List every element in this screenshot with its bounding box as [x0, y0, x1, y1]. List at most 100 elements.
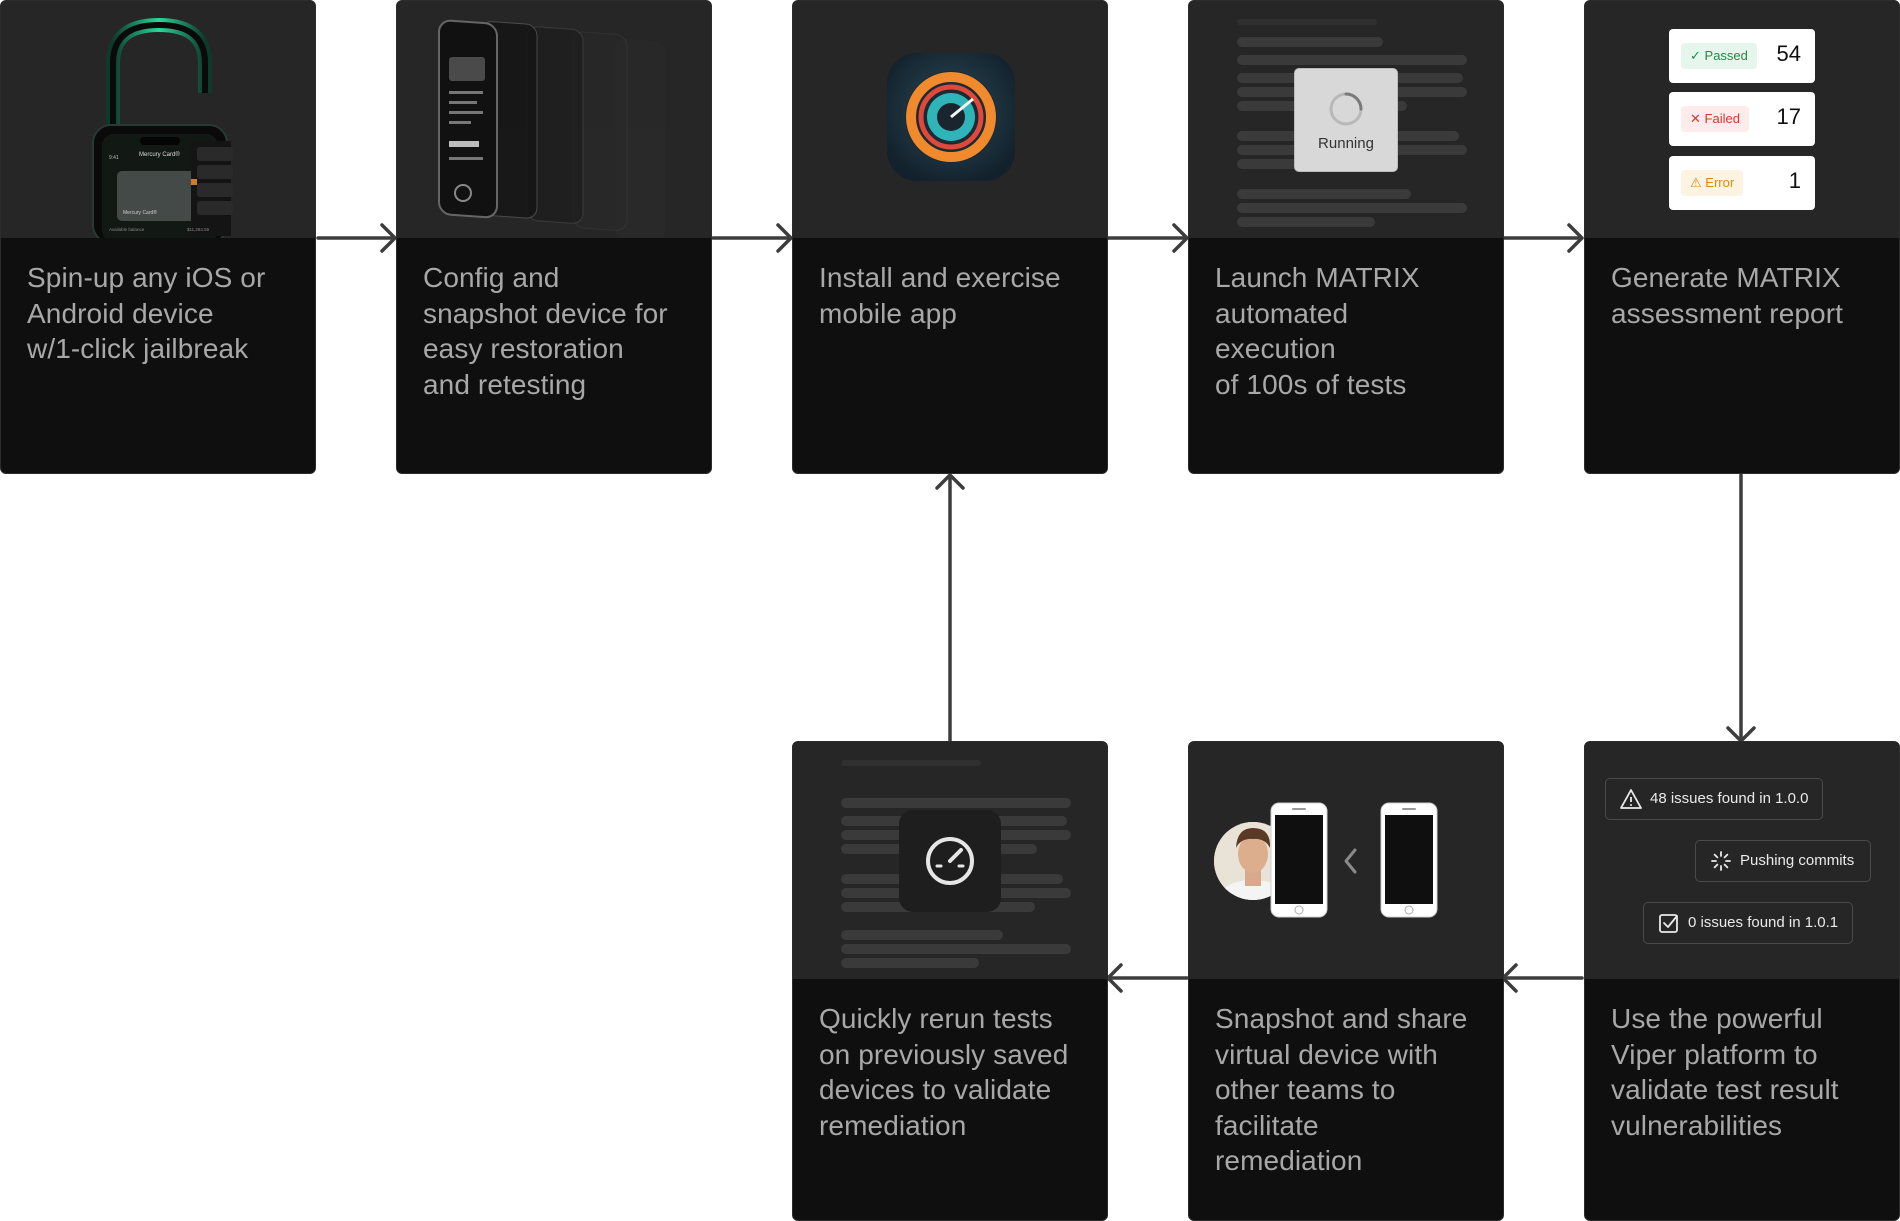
step-card-viper-validate: 48 issues found in 1.0.0 Pushing commits…	[1584, 741, 1900, 1221]
phone-source	[1380, 802, 1438, 918]
step-line: automated	[1215, 297, 1349, 329]
padlock-shackle	[106, 17, 212, 131]
step-line: snapshot device for	[423, 297, 668, 329]
credit-card	[117, 171, 199, 221]
step-card-generate-report: ✓ Passed 54 ✕ Failed 17 ⚠ Error 1 Genera…	[1584, 0, 1900, 474]
step-description: Spin-up any iOS or Android device w/1-cl…	[27, 260, 299, 367]
step-line: easy restoration	[423, 333, 624, 364]
issues-pill-2: 0 issues found in 1.0.1	[1643, 902, 1854, 944]
result-label: Failed	[1704, 111, 1740, 126]
step-line: validate test result	[1611, 1074, 1839, 1105]
arrow-step8-to-step3	[935, 473, 965, 743]
result-row-passed: ✓ Passed 54	[1669, 29, 1815, 83]
step-description: Generate MATRIX assessment report	[1611, 260, 1883, 331]
pushing-commits-pill: Pushing commits	[1695, 840, 1872, 882]
result-count: 17	[1776, 104, 1801, 129]
gauge-icon-box	[899, 810, 1001, 912]
step-line: Install and exercise	[819, 262, 1061, 293]
step-line: Quickly rerun tests	[819, 1003, 1053, 1034]
arrow-step3-to-step4	[1106, 223, 1189, 253]
step-card-launch-matrix: Running Launch MATRIX automated executio…	[1188, 0, 1504, 474]
phone-footer-right: $11,284.56	[187, 227, 210, 232]
step-illustration: 48 issues found in 1.0.0 Pushing commits…	[1585, 742, 1899, 979]
step-line: virtual device with	[1215, 1038, 1438, 1070]
step-card-spin-up: 9:41 Mercury Card® Mercury Card® Availab…	[0, 0, 316, 474]
step-line: Launch MATRIX	[1215, 262, 1420, 293]
pill-label: 0 issues found in 1.0.1	[1688, 914, 1839, 931]
step-illustration	[793, 742, 1107, 979]
running-label: Running	[1318, 135, 1374, 152]
step-card-config-snapshot: Config and snapshot device for easy rest…	[396, 0, 712, 474]
checkbox-icon	[1659, 914, 1678, 933]
step-description: Use the powerful Viper platform to valid…	[1611, 1001, 1883, 1143]
step-line: of 100s of tests	[1215, 368, 1407, 400]
step-line: other teams to	[1215, 1074, 1396, 1105]
share-device-illustration	[1214, 802, 1438, 918]
step-description: Quickly rerun tests on previously saved …	[819, 1001, 1091, 1143]
step-card-rerun-tests: Quickly rerun tests on previously saved …	[792, 741, 1108, 1221]
step-illustration	[397, 1, 711, 238]
step-line: Viper platform to	[1611, 1038, 1818, 1070]
arrow-step1-to-step2	[316, 223, 397, 253]
result-count: 54	[1776, 41, 1801, 66]
arrow-step7-to-step8	[1106, 963, 1189, 993]
phone-footer-left: Available balance	[109, 227, 145, 232]
step-line: Config and	[423, 262, 560, 293]
step-description: Launch MATRIX automated execution of 100…	[1215, 260, 1487, 402]
phone-time: 9:41	[109, 155, 119, 161]
step-description: Config and snapshot device for easy rest…	[423, 260, 695, 402]
step-line: Generate MATRIX	[1611, 262, 1841, 293]
step-description: Install and exercise mobile app	[819, 260, 1091, 331]
step-illustration	[793, 1, 1107, 238]
phone-title: Mercury Card®	[139, 151, 180, 158]
step-illustration: Running	[1189, 1, 1503, 238]
step-line: remediation	[1215, 1145, 1363, 1176]
step-line: devices to validate	[819, 1074, 1052, 1105]
step-line: Spin-up any iOS or	[27, 262, 266, 293]
step-line: execution	[1215, 333, 1336, 364]
x-icon: ✕	[1690, 111, 1701, 126]
step-line: and retesting	[423, 368, 587, 400]
step-line: remediation	[819, 1109, 967, 1141]
spinner-icon	[1329, 92, 1363, 126]
warning-icon: ⚠	[1690, 175, 1702, 190]
card-label: Mercury Card®	[123, 209, 157, 216]
pill-label: Pushing commits	[1740, 852, 1855, 869]
stacked-phones-illustration	[438, 19, 665, 238]
warning-icon	[1620, 789, 1642, 809]
step-description: Snapshot and share virtual device with o…	[1215, 1001, 1487, 1179]
step-illustration: ✓ Passed 54 ✕ Failed 17 ⚠ Error 1	[1585, 1, 1899, 238]
step-line: vulnerabilities	[1611, 1109, 1783, 1141]
step-line: Android device	[27, 297, 214, 329]
step-card-install-exercise: Install and exercise mobile app	[792, 0, 1108, 474]
result-row-failed: ✕ Failed 17	[1669, 92, 1815, 146]
phone-front	[438, 19, 498, 219]
step-line: Snapshot and share	[1215, 1003, 1468, 1034]
chevron-left-icon	[1344, 848, 1357, 874]
arrow-step6-to-step7	[1501, 963, 1584, 993]
result-label: Error	[1705, 175, 1735, 190]
phone-shared	[1270, 802, 1328, 918]
step-line: facilitate	[1215, 1109, 1319, 1141]
pill-label: 48 issues found in 1.0.0	[1650, 790, 1809, 807]
step-line: mobile app	[819, 297, 957, 329]
arrow-step2-to-step3	[711, 223, 793, 253]
loading-spinner-icon	[1711, 851, 1731, 871]
gauge-icon	[926, 837, 974, 885]
result-row-error: ⚠ Error 1	[1669, 156, 1815, 210]
result-count: 1	[1788, 168, 1801, 193]
step-line: assessment report	[1611, 297, 1844, 329]
running-status-box: Running	[1295, 69, 1397, 171]
padlock-phone-illustration: 9:41 Mercury Card® Mercury Card® Availab…	[92, 17, 233, 238]
arrow-step4-to-step5	[1501, 223, 1584, 253]
step-line: on previously saved	[819, 1038, 1069, 1070]
step-line: Use the powerful	[1611, 1003, 1823, 1034]
arrow-step5-to-step6	[1726, 473, 1756, 743]
step-line: w/1-click jailbreak	[27, 333, 249, 364]
app-icon-illustration	[887, 53, 1015, 181]
issues-pill-1: 48 issues found in 1.0.0	[1605, 778, 1824, 820]
step-illustration	[1189, 742, 1503, 979]
step-illustration: 9:41 Mercury Card® Mercury Card® Availab…	[1, 1, 315, 238]
result-label: Passed	[1704, 48, 1748, 63]
